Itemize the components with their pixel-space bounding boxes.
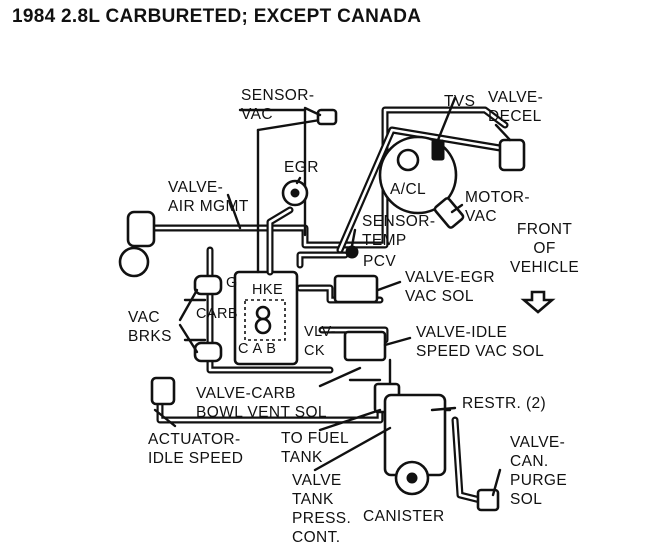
valve-carb-bowl-vent-sol-label: VALVE-CARB BOWL VENT SOL xyxy=(196,385,327,421)
canister-component xyxy=(383,393,447,496)
sensor-temp-label: SENSOR- TEMP xyxy=(362,213,436,249)
to-fuel-tank-label: TO FUEL TANK xyxy=(281,430,349,466)
leader-lines xyxy=(153,96,512,497)
tvs-label: TVS xyxy=(444,93,476,110)
sensor-vac-component xyxy=(316,108,338,126)
vac-brks-label: VAC BRKS xyxy=(128,309,172,345)
tvs-component xyxy=(431,139,445,161)
egr-valve-component xyxy=(281,179,309,207)
purge-sol-component xyxy=(476,488,500,512)
canister-label: CANISTER xyxy=(363,508,445,525)
g-port-label: G xyxy=(226,275,238,291)
vac-brake-components xyxy=(193,274,223,363)
motor-vac-label: MOTOR- VAC xyxy=(465,189,530,225)
temp-sensor-component xyxy=(345,245,359,259)
hke-label: HKE xyxy=(252,282,284,298)
valve-can-purge-sol-label: VALVE- CAN. PURGE SOL xyxy=(510,434,568,508)
front-of-vehicle-label: FRONT OF VEHICLE xyxy=(510,221,580,276)
air-mgmt-valve-component xyxy=(118,210,156,278)
decel-valve-component xyxy=(498,138,526,172)
restr-label: RESTR. (2) xyxy=(462,395,547,412)
sensor-vac-label: SENSOR- VAC xyxy=(241,87,315,123)
a-cl-label: A/CL xyxy=(390,181,427,198)
valve-tank-press-cont-label: VALVE TANK PRESS. CONT. xyxy=(292,472,352,546)
c-a-b-label: C A B xyxy=(238,341,277,357)
valve-egr-vac-sol-label: VALVE-EGR VAC SOL xyxy=(405,269,496,305)
idle-speed-actuator-component xyxy=(150,376,176,406)
pcv-label: PCV xyxy=(363,253,397,270)
egr-vac-sol-component xyxy=(333,274,379,304)
vlv-ck-label: VLV- CK xyxy=(304,324,336,359)
idle-speed-vac-sol-component xyxy=(343,330,387,362)
diagram-title: 1984 2.8L CARBURETED; EXCEPT CANADA xyxy=(12,6,422,27)
carb-label: CARB xyxy=(196,306,238,322)
front-arrow-icon xyxy=(520,290,556,314)
valve-air-mgmt-label: VALVE- AIR MGMT xyxy=(168,179,249,215)
valve-decel-label: VALVE- DECEL xyxy=(488,89,544,125)
valve-idle-speed-vac-sol-label: VALVE-IDLE SPEED VAC SOL xyxy=(416,324,545,360)
motor-vac-component xyxy=(433,197,465,229)
carburetor-body xyxy=(233,270,299,366)
actuator-idle-speed-label: ACTUATOR- IDLE SPEED xyxy=(148,431,244,467)
egr-label: EGR xyxy=(284,159,319,176)
